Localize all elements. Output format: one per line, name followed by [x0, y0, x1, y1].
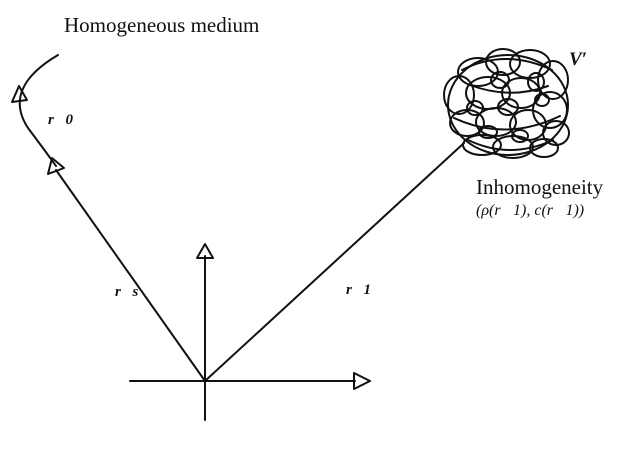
- r0-vector-label: r⃗0: [48, 112, 74, 128]
- r1-vector-label: r⃗1: [346, 282, 372, 298]
- rs-vector-label: r⃗s: [115, 284, 139, 300]
- inhomogeneity-properties-label: (ρ(r⃗1), c(r⃗1)): [476, 202, 585, 219]
- homogeneous-medium-label: Homogeneous medium: [64, 13, 260, 37]
- inhomogeneity-blob: [443, 48, 570, 159]
- r0-arc-arrowhead: [11, 85, 28, 103]
- x-axis-arrowhead: [353, 372, 371, 390]
- r0-arc: [18, 54, 59, 167]
- source-vector-arrowhead: [47, 157, 65, 175]
- inhomogeneity-label: Inhomogeneity: [476, 175, 604, 199]
- position-vector-r1: [204, 142, 465, 382]
- y-axis-arrowhead: [196, 243, 214, 259]
- source-vector-rs: [55, 169, 206, 382]
- volume-label: V′: [569, 49, 588, 70]
